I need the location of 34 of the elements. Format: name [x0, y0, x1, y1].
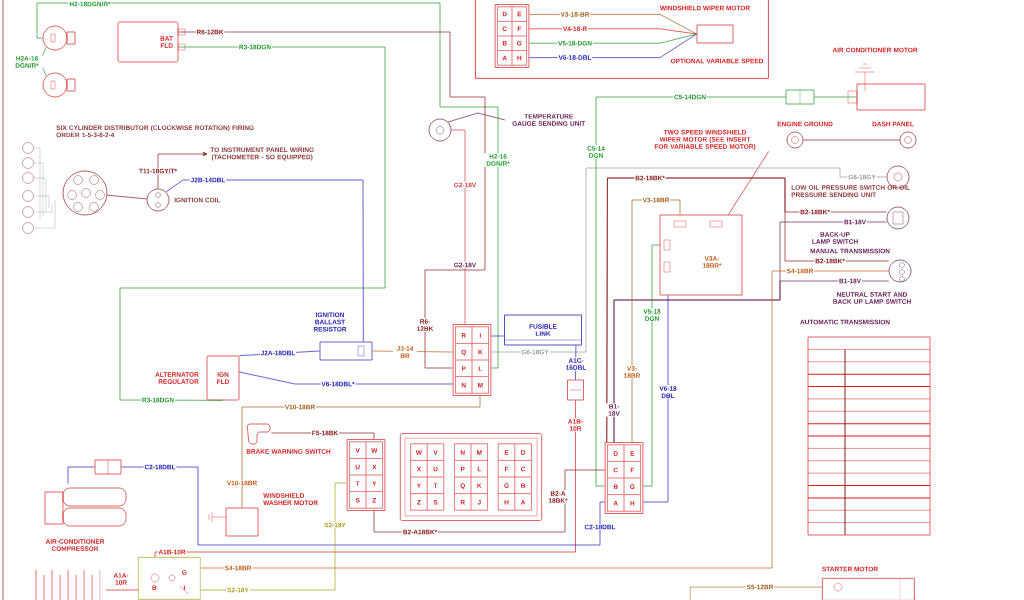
wire	[803, 139, 900, 141]
wire	[106, 194, 148, 200]
wire	[154, 400, 576, 558]
wire	[105, 589, 139, 591]
wire	[490, 335, 505, 337]
plug-connector	[785, 89, 815, 105]
motor-box	[659, 214, 743, 296]
sender-drawing	[428, 118, 452, 142]
wire	[642, 295, 669, 503]
wire	[200, 482, 348, 591]
wire	[372, 350, 454, 353]
leader-line	[447, 112, 506, 123]
wire	[613, 280, 889, 443]
plug-connector	[94, 459, 122, 475]
plug-connector	[567, 379, 584, 401]
horn-drawing	[42, 72, 76, 98]
wire	[490, 167, 887, 353]
wire	[200, 270, 889, 569]
wire	[631, 199, 681, 443]
wire	[67, 466, 95, 484]
wire	[119, 46, 386, 401]
motor-box	[696, 24, 734, 44]
wire	[451, 129, 466, 325]
wire	[121, 466, 606, 546]
wire	[814, 96, 857, 98]
wire	[157, 151, 208, 189]
wire	[36, 2, 499, 369]
leader-line	[728, 151, 770, 215]
wire	[241, 395, 481, 508]
wire	[178, 31, 486, 369]
wire	[595, 96, 786, 487]
horn-drawing	[42, 25, 76, 51]
wire	[642, 244, 660, 487]
wire	[165, 179, 364, 342]
